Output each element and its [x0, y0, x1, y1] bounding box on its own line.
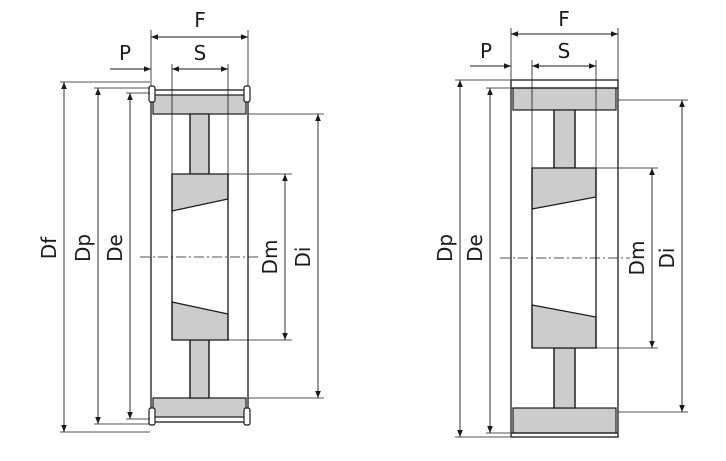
right-hub-bottom	[531, 304, 597, 349]
right-label-de: De	[463, 234, 487, 262]
pulley-with-flanges: F S P Df Dp De Dm Di	[37, 8, 324, 433]
left-label-dp: Dp	[71, 234, 95, 262]
left-label-s: S	[194, 41, 207, 65]
flange-top-right	[243, 85, 251, 103]
right-rim-bottom	[512, 407, 617, 434]
pulley-without-flanges: F S P Dp De Dm Di	[433, 7, 688, 438]
left-web-bottom	[189, 339, 210, 399]
left-hub-top	[171, 173, 229, 212]
right-label-p: P	[480, 39, 492, 63]
left-label-di: Di	[291, 247, 315, 268]
right-label-di: Di	[655, 248, 679, 269]
right-label-dp: Dp	[433, 234, 457, 262]
right-label-s: S	[558, 39, 571, 63]
left-dimension-lines	[61, 34, 321, 432]
left-flanges	[148, 85, 251, 426]
right-hub-top	[531, 167, 597, 210]
right-label-f: F	[558, 7, 570, 31]
left-label-df: Df	[37, 236, 61, 259]
right-label-dm: Dm	[625, 241, 649, 276]
left-web-top	[189, 113, 210, 175]
left-label-dm: Dm	[258, 240, 282, 275]
right-extension-lines	[455, 28, 688, 438]
left-section-fill	[152, 94, 247, 418]
left-label-f: F	[194, 8, 206, 32]
left-extension-lines	[60, 30, 324, 433]
right-outline	[510, 79, 619, 438]
left-hub-bottom	[171, 301, 229, 341]
flange-bottom-left	[148, 407, 156, 426]
right-section-fill	[512, 87, 617, 434]
left-label-de: De	[103, 234, 127, 262]
right-rim-top	[512, 87, 617, 111]
right-web-top	[553, 109, 576, 169]
right-dimension-lines	[457, 31, 685, 437]
left-rim-bottom	[152, 397, 247, 418]
left-outline	[150, 89, 249, 423]
left-label-p: P	[119, 41, 131, 65]
flange-top-left	[148, 85, 156, 103]
left-rim-top	[152, 94, 247, 115]
flange-bottom-right	[243, 407, 251, 426]
right-web-bottom	[553, 347, 576, 409]
